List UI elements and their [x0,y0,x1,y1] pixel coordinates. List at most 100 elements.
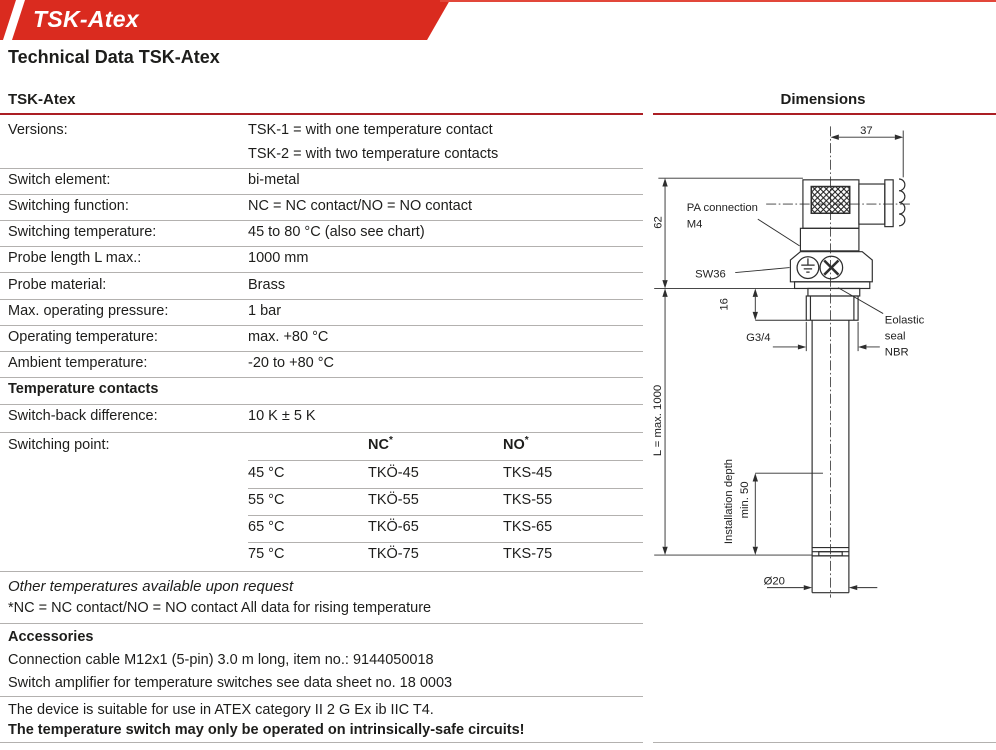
divider [0,571,643,572]
note-asterisk: *NC = NC contact/NO = NO contact All dat… [8,600,432,616]
gland-ring [884,179,894,228]
nc-cell: TKÖ-45 [368,465,419,481]
switching-point-header-row: Switching point: NC* NO* [8,435,648,454]
thread-section [805,295,859,321]
section-header-temperature-contacts: Temperature contacts [8,381,159,397]
dim-37-label: 37 [860,125,873,137]
spec-row-probe-length: Probe length L max.: 1000 mm [8,250,648,267]
spec-value: 1 bar [248,303,282,319]
divider [0,220,643,221]
phillips-cross [823,259,840,276]
divider [0,623,643,624]
device-outline [789,178,906,594]
divider [0,404,643,405]
spec-row-operating-temperature: Operating temperature: max. +80 °C [8,329,648,346]
installation-depth-label: Installation depth [723,459,735,544]
switching-point-label: Switching point: [8,437,110,453]
pa-leader-line [757,218,800,247]
thread-g34-label: G3/4 [746,332,770,344]
note-other-temperatures: Other temperatures available upon reques… [8,578,294,595]
safety-warning: The temperature switch may only be opera… [8,722,525,738]
spec-label: Max. operating pressure: [8,303,169,319]
no-cell: TKS-75 [503,546,553,562]
no-cell: TKS-65 [503,519,553,535]
spec-row-versions: Versions: TSK-1 = with one temperature c… [8,122,648,139]
spec-value: 45 to 80 °C (also see chart) [248,224,425,240]
divider [248,488,643,489]
spec-label: Switching temperature: [8,224,157,240]
divider [0,325,643,326]
nc-cell: TKÖ-75 [368,546,419,562]
red-top-line [440,0,996,2]
temp-cell: 55 °C [248,492,285,508]
spec-label: Switching function: [8,198,129,214]
seal-label-3: NBR [885,346,909,358]
dim-62-label: 62 [653,216,665,229]
temp-cell: 45 °C [248,465,285,481]
min-50-label: min. 50 [739,481,751,518]
divider [0,194,643,195]
dimension-drawing: 37 62 L = max. 1000 Installation depth m… [652,125,925,598]
ground-screw [796,256,820,280]
pa-m4-label: M4 [687,218,703,230]
spec-label: Probe material: [8,277,107,293]
accessory-cable: Connection cable M12x1 (5-pin) 3.0 m lon… [8,652,434,668]
spec-row-max-pressure: Max. operating pressure: 1 bar [8,303,648,320]
probe-length-label: L = max. 1000 [652,385,664,456]
divider [0,432,643,433]
divider [248,515,643,516]
divider [0,351,643,352]
divider [0,272,643,273]
accessories-header: Accessories [8,629,94,645]
page-title: Technical Data TSK-Atex [8,47,220,67]
divider [0,377,643,378]
column-header-nc: NC* [368,435,393,453]
spec-label: Versions: [8,122,68,138]
knurled-screw [810,185,851,215]
nc-cell: TKÖ-65 [368,519,419,535]
spec-label: Switch element: [8,172,111,188]
red-rule-right [653,113,996,115]
divider [653,742,996,743]
divider [0,168,643,169]
red-rule-left [0,113,643,115]
connector-flange [799,227,860,252]
dimension-lines [654,130,904,589]
spec-value: TSK-1 = with one temperature contact [248,122,493,138]
asterisk-mark: * [524,435,529,447]
temp-cell: 65 °C [248,519,285,535]
spec-value: bi-metal [248,172,300,188]
atex-note: The device is suitable for use in ATEX c… [8,702,434,718]
spec-value: NC = NC contact/NO = NO contact [248,198,473,214]
seal-washer [793,281,871,290]
spec-label: Ambient temperature: [8,355,148,371]
hex-nut [789,251,873,283]
spec-row-ambient-temperature: Ambient temperature: -20 to +80 °C [8,355,648,372]
seal-label-2: seal [885,330,906,342]
spec-value: -20 to +80 °C [248,355,335,371]
spec-label: Switch-back difference: [8,408,158,424]
seal-leader-line [837,287,884,314]
divider [248,542,643,543]
sw36-leader-line [735,267,790,274]
spec-value: TSK-2 = with two temperature contacts [248,146,499,162]
temp-cell: 75 °C [248,546,285,562]
divider [0,696,643,697]
divider [0,299,643,300]
spec-row-switching-function: Switching function: NC = NC contact/NO =… [8,198,648,215]
accessory-amplifier: Switch amplifier for temperature switche… [8,675,453,691]
header-banner: TSK-Atex [0,0,996,42]
ground-symbol [801,258,815,273]
sw36-label: SW36 [695,269,726,281]
spec-row-switch-element: Switch element: bi-metal [8,172,648,189]
dim-16-label: 16 [719,298,731,311]
asterisk-mark: * [388,435,393,447]
column-header-no: NO* [503,435,529,453]
thread-neck [807,287,861,297]
banner-title: TSK-Atex [33,6,139,32]
divider [0,742,643,743]
dimensions-title: Dimensions [780,91,866,108]
spec-value: Brass [248,277,286,293]
spec-label: Probe length L max.: [8,250,142,266]
